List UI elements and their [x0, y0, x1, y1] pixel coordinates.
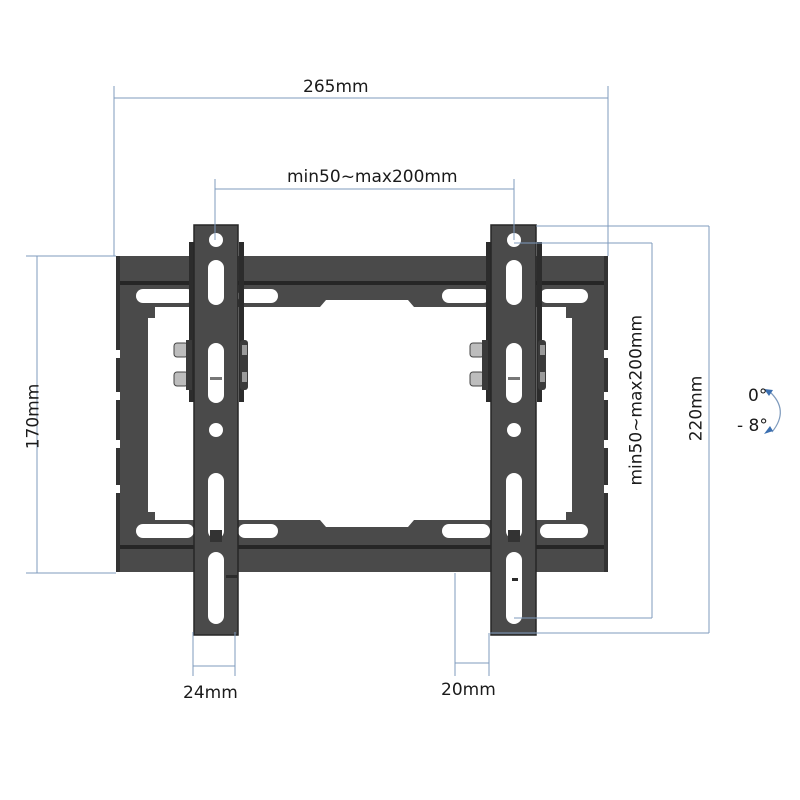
arm-height-label: 220mm — [686, 375, 707, 442]
right-vesa-arm — [469, 224, 546, 636]
slot-top-left — [136, 289, 194, 303]
arm-width-label: 24mm — [183, 683, 238, 703]
left-vesa-arm — [173, 224, 248, 636]
tilt-bolt-icon — [173, 340, 248, 390]
dimension-lines — [26, 86, 710, 676]
wall-clearance-label: 20mm — [441, 680, 496, 700]
tilt-lower-label: - 8° — [737, 416, 768, 436]
wall-plate — [116, 256, 608, 572]
vesa-horizontal-label: min50~max200mm — [287, 167, 458, 187]
tilt-bolt-icon — [469, 340, 546, 390]
tilt-upper-label: 0° — [748, 386, 768, 406]
tilt-arc-icon — [764, 389, 781, 434]
wall-plate-height-label: 170mm — [23, 383, 44, 450]
overall-width-label: 265mm — [303, 77, 369, 97]
vesa-vertical-label: min50~max200mm — [626, 314, 647, 486]
